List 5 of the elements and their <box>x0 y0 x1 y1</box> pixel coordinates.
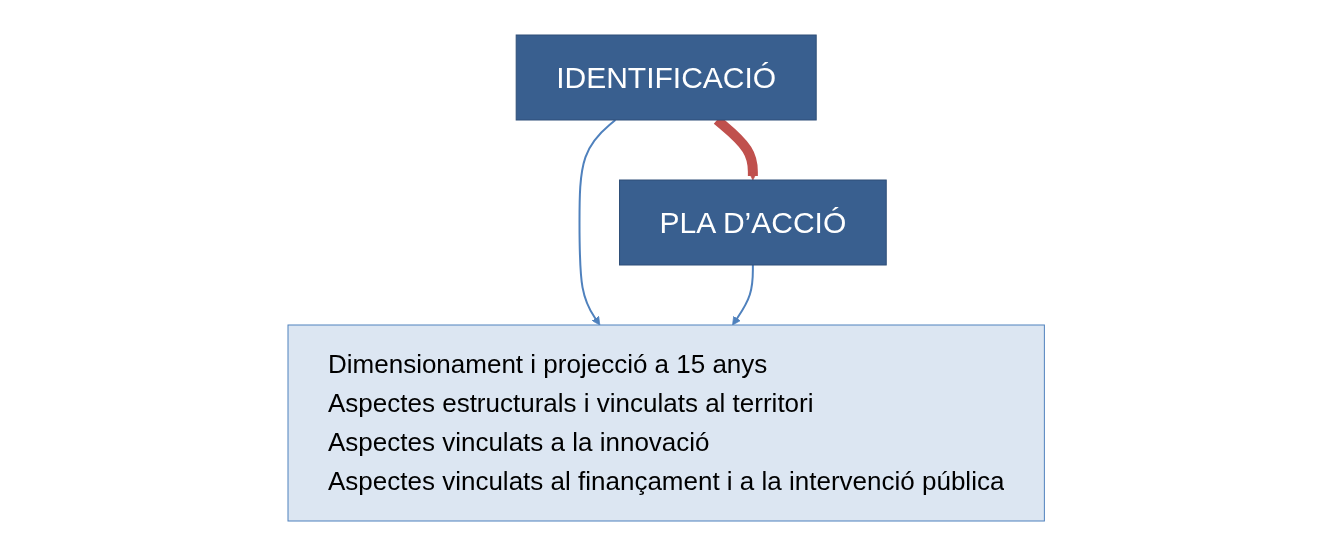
arrow <box>732 263 755 325</box>
arrow <box>578 118 617 325</box>
node-box: IDENTIFICACIÓ <box>516 34 817 120</box>
node-box: Dimensionament i projecció a 15 anys Aspectes estructurals i vinculats al territori Aspectes vinculats a la innovació Aspectes vinculats al finançament i a la intervenció pública <box>287 324 1046 521</box>
node-box: PLA D’ACCIÓ <box>619 179 888 265</box>
